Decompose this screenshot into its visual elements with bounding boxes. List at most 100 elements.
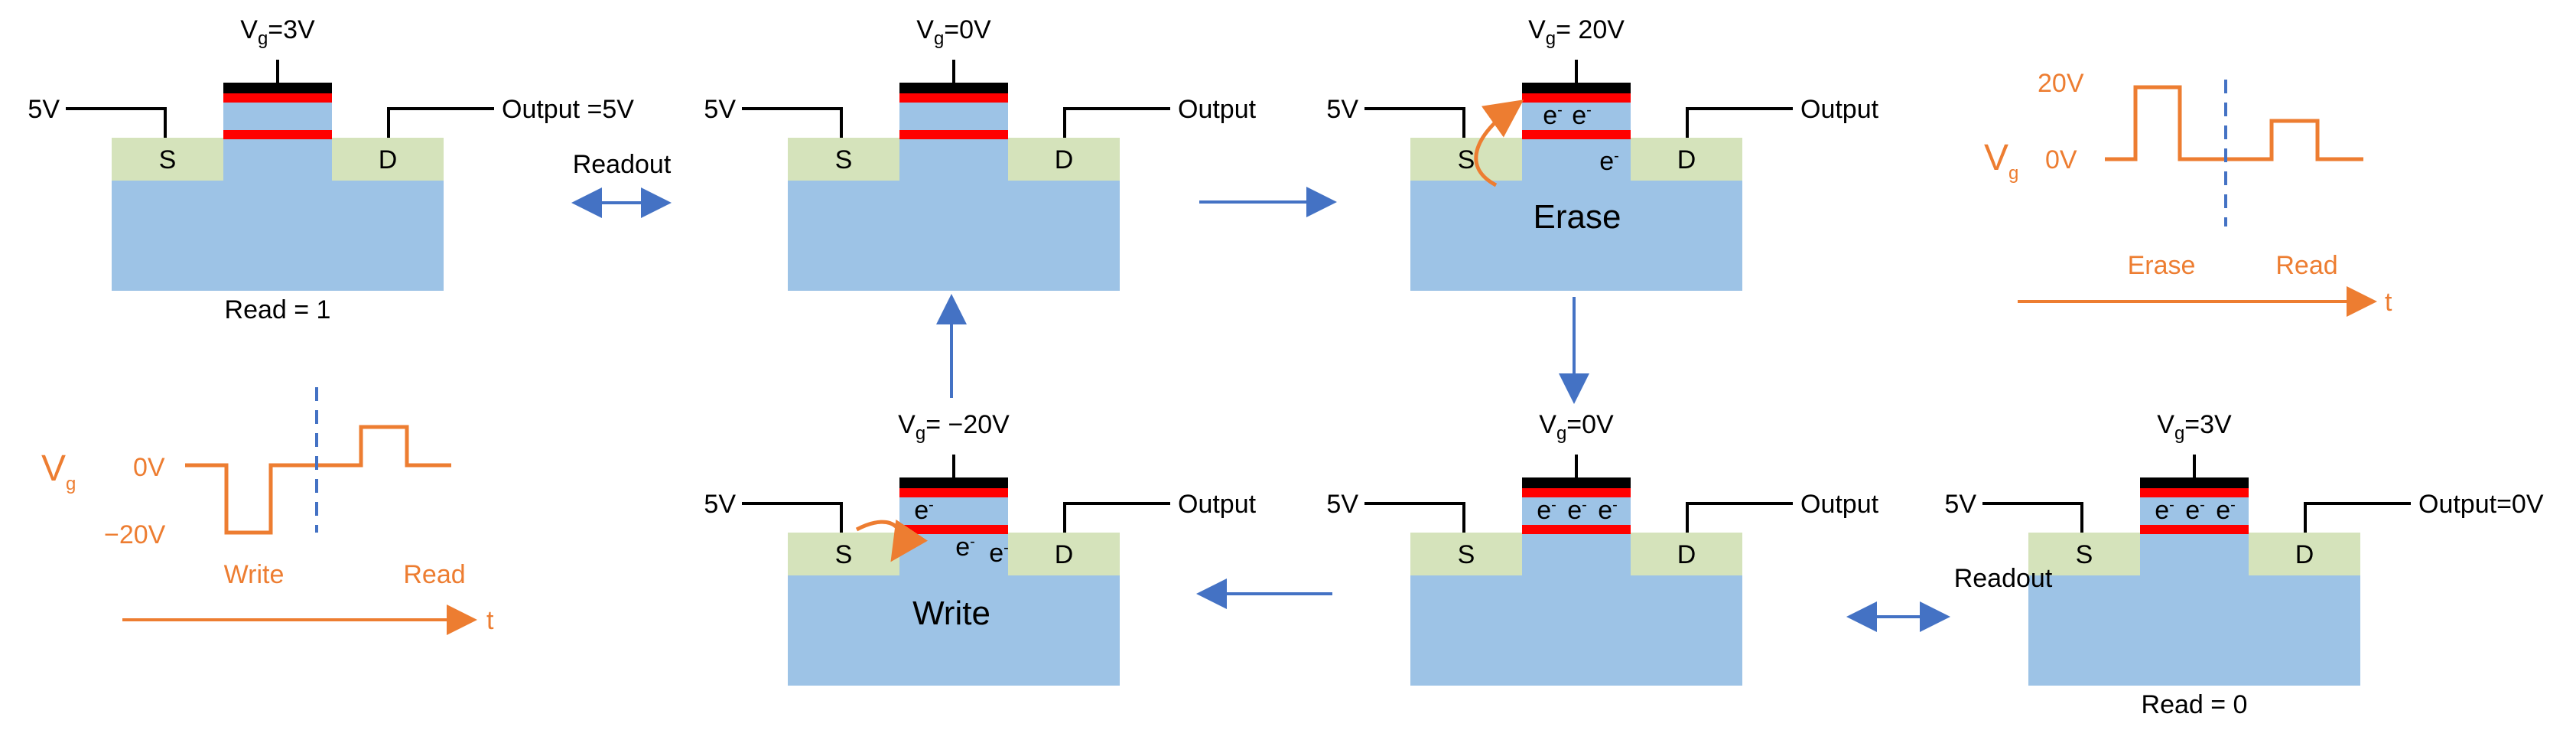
waveform-ylabel: Vg [1984, 138, 2018, 184]
tunnel-oxide [899, 525, 1008, 534]
waveform-ylabel: Vg [41, 448, 76, 494]
read-result-caption: Read = 0 [2142, 690, 2248, 719]
electron-label: e- [1537, 496, 1556, 525]
waveform-time-label: t [486, 606, 494, 635]
waveform-erase-read: Vg 20V 0V Erase Read t [1984, 69, 2392, 317]
waveform-level-zero: 0V [133, 453, 165, 482]
gate-voltage-label: Vg=0V [916, 15, 991, 49]
operation-label: Write [912, 595, 990, 632]
electron-label: e- [1598, 496, 1618, 525]
source-voltage-label: 5V [28, 95, 60, 124]
drain-contact [1008, 138, 1120, 181]
substrate [788, 181, 1120, 291]
electron-label: e- [2216, 496, 2236, 525]
source-contact [112, 138, 223, 181]
control-gate [1522, 83, 1631, 93]
source-voltage-label: 5V [1326, 490, 1358, 519]
source-lead [742, 107, 843, 138]
source-lead [66, 107, 167, 138]
electron-label: e- [1543, 101, 1563, 130]
drain-contact [332, 138, 444, 181]
electron-label: e- [1567, 496, 1587, 525]
output-label: Output [1800, 95, 1879, 124]
electron-label: e- [2185, 496, 2205, 525]
source-terminal-label: S [1458, 145, 1475, 174]
source-voltage-label: 5V [704, 490, 736, 519]
output-label: Output [1800, 490, 1879, 519]
substrate [1410, 181, 1742, 291]
drain-terminal-label: D [1055, 145, 1074, 174]
electron-label: e- [1599, 147, 1619, 176]
source-contact [2028, 533, 2140, 575]
blocking-oxide [1522, 93, 1631, 103]
waveform-phase-write: Write [224, 560, 285, 589]
blocking-oxide [2140, 488, 2249, 497]
output-label: Output=0V [2418, 490, 2544, 519]
substrate [112, 181, 444, 291]
drain-terminal-label: D [2295, 540, 2314, 569]
tunnel-oxide [899, 130, 1008, 139]
readout-label-bottom: Readout [1954, 564, 2053, 593]
blocking-oxide [899, 93, 1008, 103]
waveform-level-high: 20V [2038, 69, 2084, 98]
waveform-trace [2105, 85, 2363, 161]
output-label: Output [1178, 490, 1257, 519]
tunnel-oxide [223, 130, 332, 139]
drain-contact [1631, 533, 1742, 575]
source-terminal-label: S [835, 540, 853, 569]
drain-terminal-label: D [379, 145, 398, 174]
drain-lead [2304, 502, 2411, 533]
electron-label: e- [2155, 496, 2174, 525]
source-contact [1410, 138, 1522, 181]
source-contact [1410, 533, 1522, 575]
gate-voltage-label: Vg=3V [240, 15, 315, 49]
drain-terminal-label: D [1677, 540, 1696, 569]
transistor-cells: Vg=3V 5V Output =5V S D Read = 1 Vg=0V 5V Output… [28, 15, 2543, 719]
drain-contact [2249, 533, 2360, 575]
electron-label: e- [1572, 101, 1592, 130]
substrate [788, 575, 1120, 686]
gate-voltage-label: Vg= 20V [1528, 15, 1625, 49]
electron-label: e- [914, 496, 934, 525]
source-terminal-label: S [835, 145, 853, 174]
drain-lead [1063, 107, 1170, 138]
readout-top: Readout [571, 150, 672, 218]
tunneling-arrow [1474, 99, 1524, 187]
drain-contact [1631, 138, 1742, 181]
electron-label: e- [989, 539, 1009, 568]
gate-voltage-label: Vg= −20V [898, 410, 1010, 444]
output-label: Output [1178, 95, 1257, 124]
source-voltage-label: 5V [1326, 95, 1358, 124]
read-result-caption: Read = 1 [225, 295, 331, 324]
source-lead [1364, 107, 1465, 138]
waveform-write-read: Vg 0V −20V Write Read t [41, 387, 494, 635]
control-gate [1522, 477, 1631, 488]
waveform-time-label: t [2385, 288, 2392, 317]
tunnel-oxide [2140, 525, 2249, 534]
source-terminal-label: S [1458, 540, 1475, 569]
source-contact [788, 533, 899, 575]
waveform-level-low: −20V [104, 520, 166, 549]
waveform-level-zero: 0V [2045, 145, 2077, 174]
blocking-oxide [899, 488, 1008, 497]
tunnel-oxide [1522, 130, 1631, 139]
substrate [2028, 575, 2360, 686]
gate-voltage-label: Vg=3V [2157, 410, 2232, 444]
readout-bottom: Readout [1846, 564, 2053, 632]
readout-label-top: Readout [573, 150, 672, 179]
source-contact [788, 138, 899, 181]
source-lead [742, 502, 843, 533]
drain-terminal-label: D [1055, 540, 1074, 569]
output-label: Output =5V [502, 95, 634, 124]
gate-voltage-label: Vg=0V [1539, 410, 1614, 444]
drain-lead [1063, 502, 1170, 533]
drain-lead [1686, 107, 1793, 138]
tunneling-arrow [855, 519, 928, 562]
source-voltage-label: 5V [1944, 490, 1976, 519]
